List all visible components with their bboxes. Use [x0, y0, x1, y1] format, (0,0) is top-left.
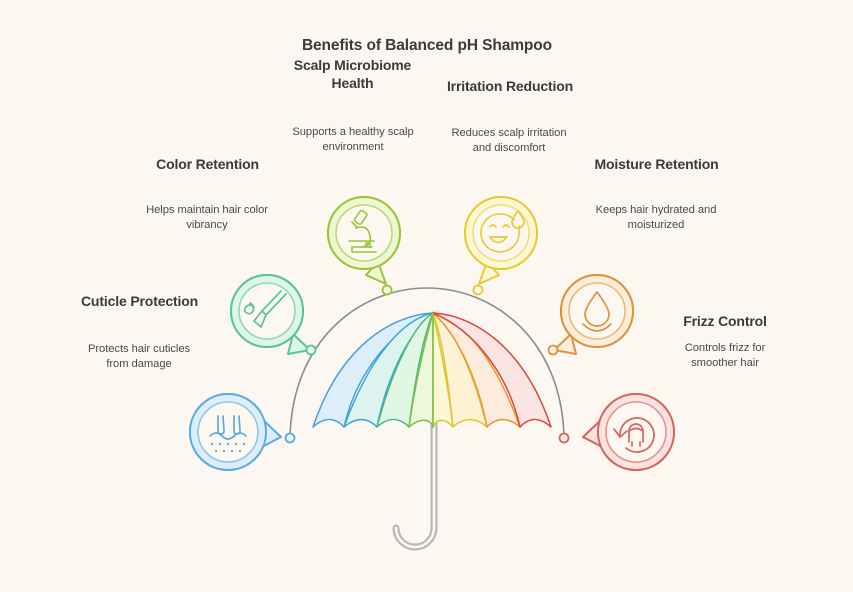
- microscope-icon: [348, 209, 377, 253]
- benefit-heading-frizz-control: Frizz Control: [683, 313, 767, 329]
- umbrella-panel-4: [408, 312, 434, 428]
- benefit-heading-scalp-microbiome: Scalp Microbiome Health: [293, 57, 412, 92]
- benefit-heading-cuticle-protection: Cuticle Protection: [80, 293, 199, 309]
- umbrella-panel-1: [312, 312, 434, 428]
- benefit-description-moisture-retention: Keeps hair hydrated and moisturized: [595, 204, 717, 232]
- bubble-moisture-retention[interactable]: [547, 274, 634, 356]
- benefit-description-irritation-reduction: Reduces scalp irritation and discomfort: [451, 127, 567, 155]
- umbrella-panel-3: [376, 312, 434, 428]
- umbrella-handle-inner: [394, 313, 436, 549]
- benefit-heading-moisture-retention: Moisture Retention: [594, 156, 719, 172]
- connector-dot-frizz: [558, 432, 570, 444]
- page-title: Benefits of Balanced pH Shampoo: [301, 37, 553, 54]
- connector-dot-scalp: [381, 284, 393, 296]
- benefit-description-color-retention: Helps maintain hair color vibrancy: [146, 204, 268, 232]
- connector-arc: [289, 287, 565, 439]
- hair-follicle-icon: [209, 415, 247, 453]
- benefit-heading-color-retention: Color Retention: [156, 156, 259, 172]
- bubble-frizz-control[interactable]: [558, 393, 675, 471]
- bubble-scalp-microbiome[interactable]: [327, 196, 401, 296]
- water-drop-icon: [582, 291, 612, 332]
- sweating-smile-icon: [480, 210, 525, 253]
- umbrella-canopy: [312, 312, 552, 428]
- benefit-heading-irritation-reduction: Irritation Reduction: [446, 78, 574, 94]
- paint-brush-icon: [243, 290, 287, 328]
- bubble-cuticle-protection[interactable]: [189, 393, 296, 471]
- bubble-irritation-reduction[interactable]: [464, 196, 538, 296]
- bubble-color-retention[interactable]: [230, 274, 317, 356]
- benefit-description-cuticle-protection: Protects hair cuticles from damage: [87, 343, 191, 371]
- connector-dot-cuticle: [284, 432, 296, 444]
- umbrella: [312, 311, 552, 551]
- benefit-description-scalp-microbiome: Supports a healthy scalp environment: [292, 126, 414, 154]
- benefit-description-frizz-control: Controls frizz for smoother hair: [684, 342, 766, 370]
- connector-dot-irritation: [472, 284, 484, 296]
- connector-dot-moisture: [547, 344, 559, 356]
- refresh-hair-icon: [613, 417, 655, 453]
- connector-dot-color: [305, 344, 317, 356]
- umbrella-panel-8: [432, 312, 552, 428]
